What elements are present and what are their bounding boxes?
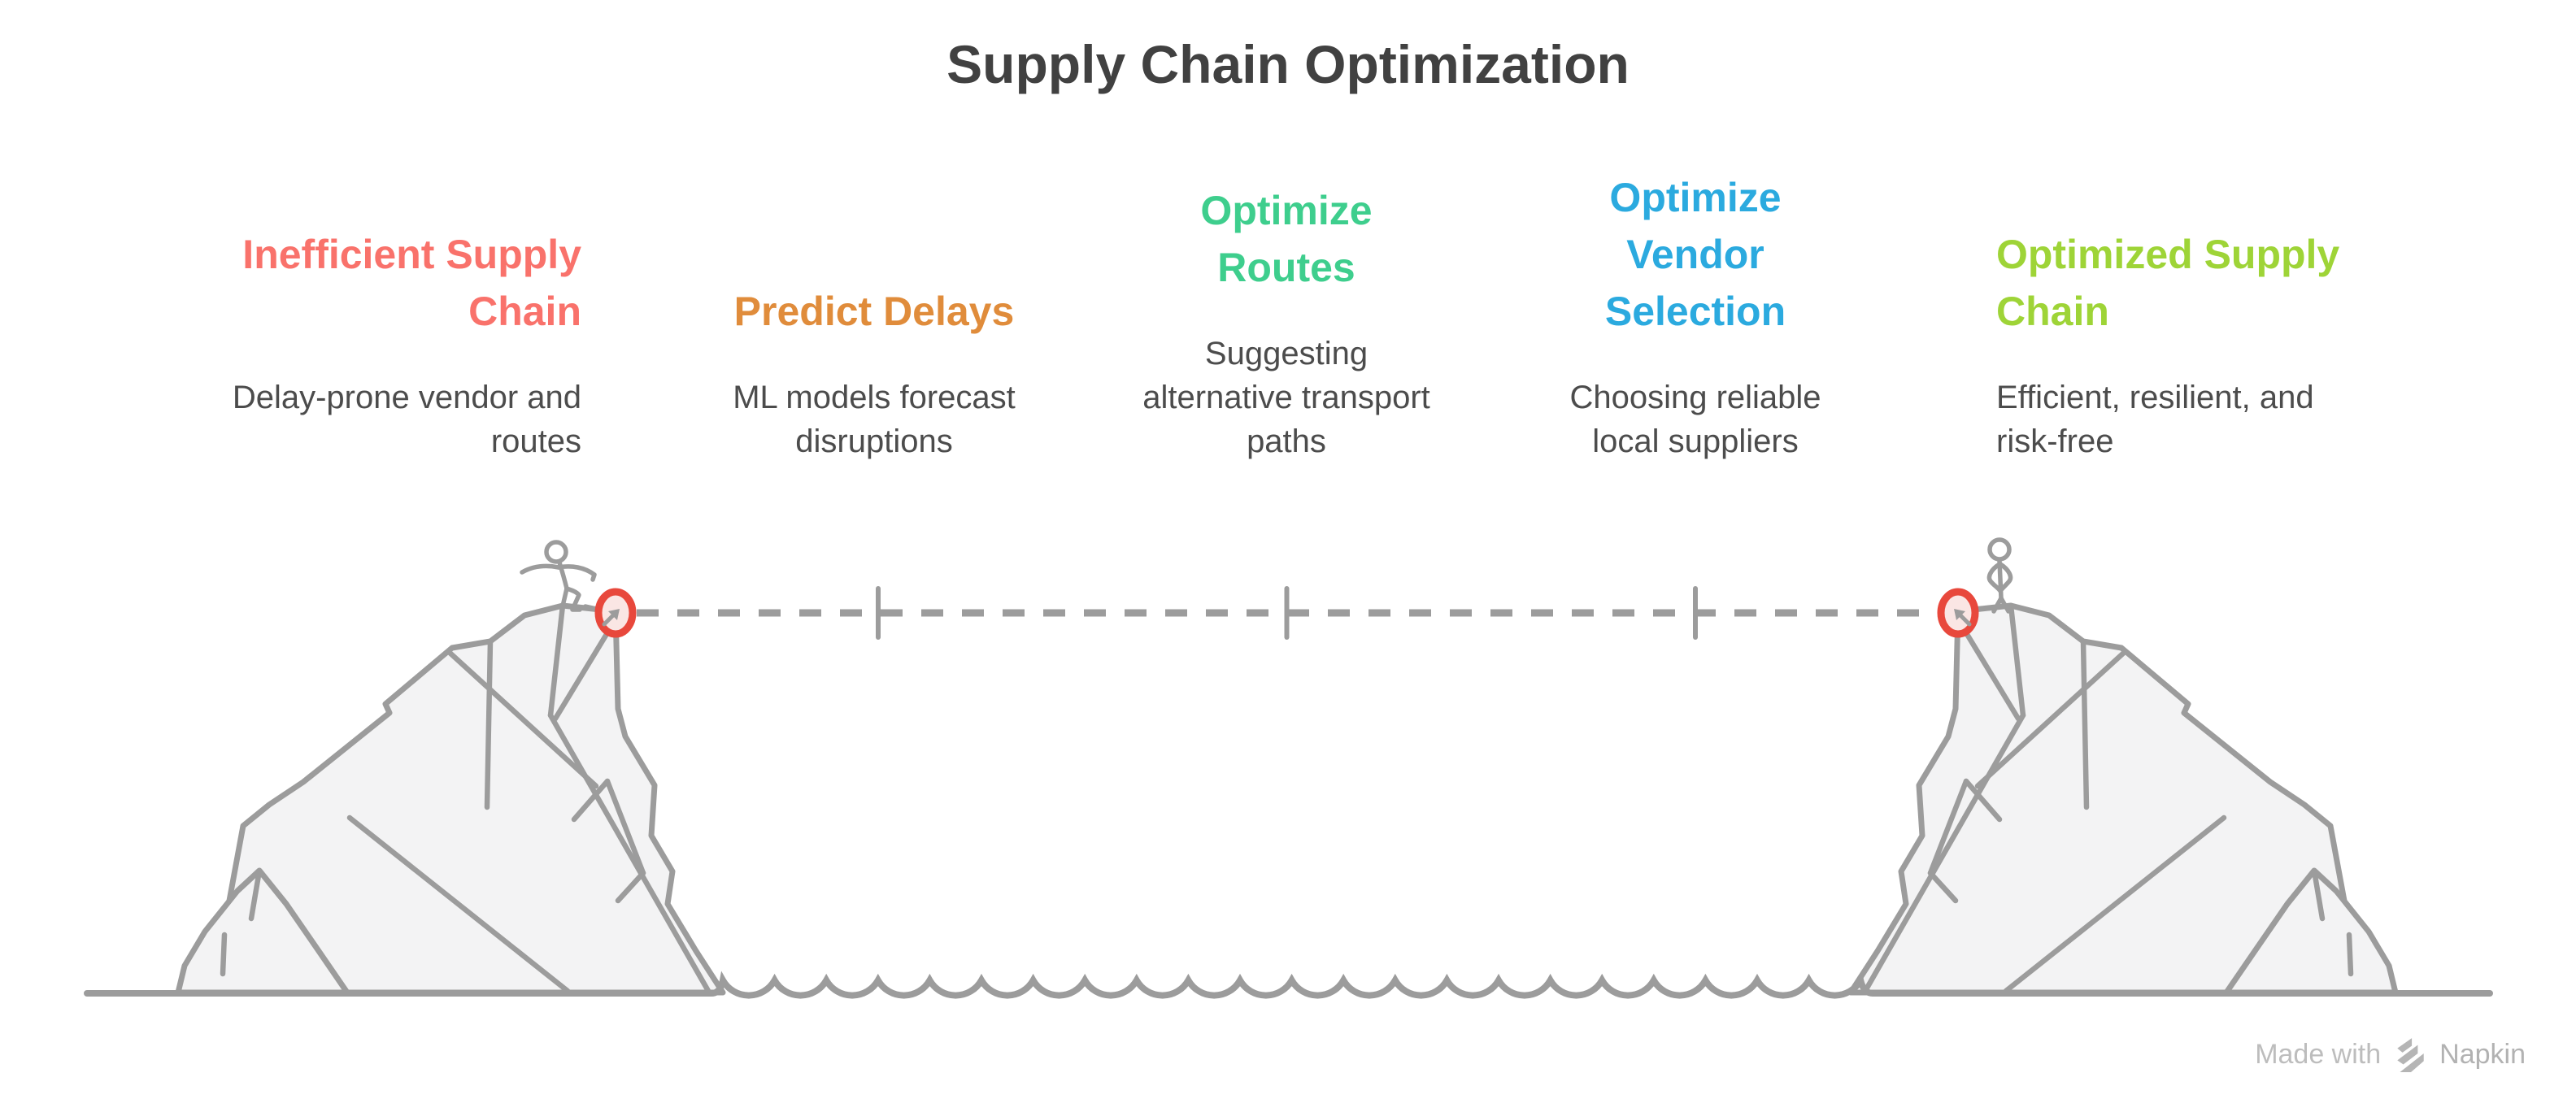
column-description: Delay-prone vendor and routes xyxy=(232,380,581,459)
stage-column-inefficient-supply-chain: Inefficient Supply Chain Delay-prone ven… xyxy=(142,226,581,463)
stick-figure-left xyxy=(520,540,597,612)
cliff-left xyxy=(178,606,723,993)
stage-column-predict-delays: Predict Delays ML models forecast disrup… xyxy=(679,283,1069,463)
risk-marker-right xyxy=(1941,592,1975,634)
column-description: Suggesting alternative transport paths xyxy=(1142,336,1430,459)
stage-column-optimize-routes: Optimize Routes Suggesting alternative t… xyxy=(1091,182,1482,463)
ground-and-water-line xyxy=(84,971,2493,999)
stage-column-optimized-supply-chain: Optimized Supply Chain Efficient, resili… xyxy=(1996,226,2435,463)
stick-figure-right xyxy=(1986,537,2013,614)
column-heading: Optimize Vendor Selection xyxy=(1604,175,1786,334)
figure-head xyxy=(544,540,568,564)
cliff-right xyxy=(1851,606,2395,993)
stage-column-optimize-vendor-selection: Optimize Vendor Selection Choosing relia… xyxy=(1500,169,1891,463)
column-description: Efficient, resilient, and risk-free xyxy=(1996,380,2314,459)
made-with-label: Made with xyxy=(2255,1038,2382,1070)
risk-marker-left xyxy=(598,592,633,634)
napkin-brand-label: Napkin xyxy=(2439,1038,2526,1070)
column-heading: Inefficient Supply Chain xyxy=(242,232,581,334)
figure-head xyxy=(1987,537,2012,562)
column-heading: Optimize Routes xyxy=(1200,188,1373,290)
column-description: ML models forecast disruptions xyxy=(733,380,1016,459)
column-description: Choosing reliable local suppliers xyxy=(1569,380,1821,459)
napkin-logo-icon xyxy=(2397,1038,2424,1072)
column-heading: Optimized Supply Chain xyxy=(1996,232,2340,334)
column-heading: Predict Delays xyxy=(733,289,1015,334)
page-title: Supply Chain Optimization xyxy=(946,34,1630,94)
napkin-badge: Made with Napkin xyxy=(2255,1036,2526,1073)
